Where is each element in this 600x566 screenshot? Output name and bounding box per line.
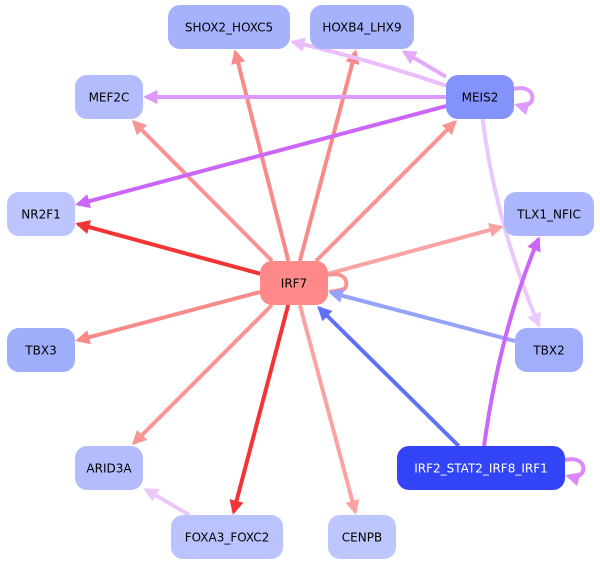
edge-irf7-to-foxa3-foxc2 (229, 304, 291, 515)
edge-irf7-to-meis2 (314, 119, 458, 263)
edge-irf2-stat2-irf8-irf1-to-irf2-stat2-irf8-irf1 (564, 457, 586, 487)
node-box[interactable] (168, 5, 290, 49)
edge-tbx2-to-irf7 (328, 288, 516, 344)
node-box[interactable] (446, 75, 514, 119)
edge-irf2-stat2-irf8-irf1-to-tlx1-nfic (482, 236, 541, 447)
node-mef2c[interactable]: MEF2C (75, 75, 143, 119)
node-label: CENPB (342, 531, 382, 545)
node-box[interactable] (75, 446, 143, 490)
node-tlx1-nfic[interactable]: TLX1_NFIC (504, 192, 594, 236)
node-box[interactable] (310, 5, 414, 49)
edge-irf7-to-arid3a (131, 303, 274, 446)
node-label: SHOX2_HOXC5 (185, 21, 273, 35)
node-box[interactable] (260, 261, 328, 305)
edge-meis2-to-tbx2 (480, 118, 541, 328)
node-label: TBX3 (24, 344, 56, 358)
node-label: IRF7 (281, 277, 307, 291)
node-irf7[interactable]: IRF7 (260, 261, 328, 305)
edge-foxa3-foxc2-to-arid3a (143, 487, 191, 517)
edge-irf2-stat2-irf8-irf1-to-irf7 (317, 305, 461, 448)
node-box[interactable] (75, 75, 143, 119)
node-hoxb4-lhx9[interactable]: HOXB4_LHX9 (310, 5, 414, 49)
node-tbx2[interactable]: TBX2 (515, 328, 583, 372)
edge-irf7-to-mef2c (131, 119, 274, 263)
node-foxa3-foxc2[interactable]: FOXA3_FOXC2 (171, 515, 283, 559)
node-label: MEF2C (89, 91, 130, 105)
node-nr2f1[interactable]: NR2F1 (7, 192, 75, 236)
edge-meis2-to-meis2 (513, 86, 535, 116)
node-box[interactable] (504, 192, 594, 236)
node-label: TLX1_NFIC (516, 208, 581, 222)
node-box[interactable] (7, 192, 75, 236)
node-box[interactable] (328, 515, 396, 559)
node-label: MEIS2 (462, 91, 499, 105)
edge-irf7-to-tbx3 (75, 290, 261, 345)
edge-meis2-to-hoxb4-lhx9 (401, 50, 448, 79)
node-box[interactable] (397, 446, 565, 490)
node-tbx3[interactable]: TBX3 (7, 328, 75, 372)
node-box[interactable] (171, 515, 283, 559)
node-label: HOXB4_LHX9 (322, 21, 401, 35)
node-box[interactable] (515, 328, 583, 372)
node-arid3a[interactable]: ARID3A (75, 446, 143, 490)
node-shox2-hoxc5[interactable]: SHOX2_HOXC5 (168, 5, 290, 49)
edge-irf7-to-hoxb4-lhx9 (297, 49, 360, 262)
edge-irf7-to-tlx1-nfic (327, 223, 504, 276)
node-cenpb[interactable]: CENPB (328, 515, 396, 559)
edge-meis2-to-shox2-hoxc5 (290, 37, 447, 88)
node-meis2[interactable]: MEIS2 (446, 75, 514, 119)
node-label: FOXA3_FOXC2 (185, 531, 270, 545)
node-label: TBX2 (532, 344, 564, 358)
node-irf2-stat2-irf8-irf1[interactable]: IRF2_STAT2_IRF8_IRF1 (397, 446, 565, 490)
edges-layer (75, 37, 586, 517)
edge-irf7-to-nr2f1 (75, 220, 261, 276)
node-label: IRF2_STAT2_IRF8_IRF1 (414, 462, 548, 476)
node-box[interactable] (7, 328, 75, 372)
node-label: ARID3A (86, 462, 132, 476)
edge-irf7-to-irf7 (327, 272, 349, 302)
edge-irf7-to-cenpb (297, 304, 360, 515)
edge-meis2-to-nr2f1 (75, 104, 447, 209)
node-label: NR2F1 (21, 208, 61, 222)
